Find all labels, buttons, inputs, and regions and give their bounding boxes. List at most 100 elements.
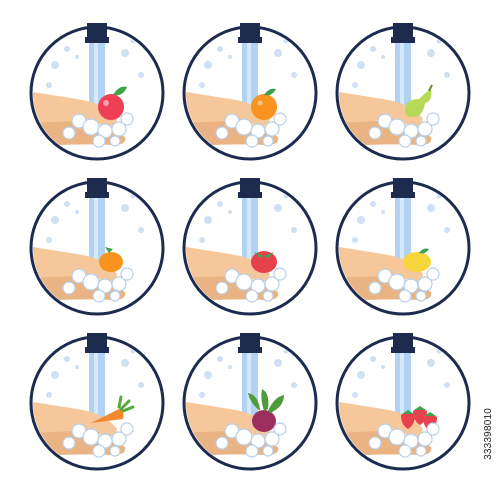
wash-icon-pear bbox=[335, 23, 471, 161]
faucet-icon bbox=[240, 333, 260, 349]
bubble bbox=[427, 49, 435, 57]
foam-bubble bbox=[92, 444, 106, 458]
foam-bubble bbox=[109, 290, 121, 302]
bubble bbox=[352, 237, 358, 243]
foam-bubble bbox=[273, 112, 287, 126]
faucet-icon bbox=[87, 333, 107, 349]
bubble bbox=[291, 382, 297, 388]
wash-icon-lemon bbox=[335, 178, 471, 316]
foam-bubble bbox=[92, 289, 106, 303]
icon-ring bbox=[182, 335, 318, 471]
wash-icon-strawberries bbox=[335, 333, 471, 471]
hand bbox=[33, 91, 117, 127]
foam-bubble bbox=[245, 134, 259, 148]
hand bbox=[339, 246, 423, 282]
foam-bubble bbox=[417, 431, 433, 447]
bubble bbox=[370, 356, 376, 362]
foam-bubble bbox=[109, 445, 121, 457]
foam-bubble bbox=[109, 135, 121, 147]
wash-icon-orange bbox=[182, 23, 318, 161]
beetroot-icon bbox=[248, 389, 284, 432]
bubble bbox=[199, 392, 205, 398]
hand bbox=[186, 246, 270, 282]
icon-ring bbox=[29, 25, 165, 161]
foam-bubble bbox=[120, 422, 134, 436]
bubble bbox=[381, 210, 385, 214]
bubble bbox=[204, 216, 212, 224]
icon-ring bbox=[29, 180, 165, 316]
icon-ring bbox=[335, 180, 471, 316]
bubble bbox=[204, 61, 212, 69]
bubble bbox=[204, 371, 212, 379]
foam-bubble bbox=[262, 290, 274, 302]
bubble bbox=[121, 49, 129, 57]
carrot-icon bbox=[91, 395, 135, 423]
foam-bubble bbox=[235, 273, 253, 291]
tangerine-icon bbox=[99, 247, 123, 272]
bubble bbox=[217, 46, 223, 52]
lemon-icon bbox=[403, 248, 431, 272]
foam-bubble bbox=[417, 276, 433, 292]
bubble bbox=[199, 237, 205, 243]
foam-bubble bbox=[120, 112, 134, 126]
foam-bubble bbox=[398, 134, 412, 148]
foam-bubble bbox=[398, 289, 412, 303]
foam-bubble bbox=[82, 273, 100, 291]
foam-bubble bbox=[215, 126, 229, 140]
foam-bubble bbox=[273, 422, 287, 436]
bubble bbox=[228, 55, 232, 59]
foam-bubble bbox=[398, 444, 412, 458]
bubble bbox=[381, 55, 385, 59]
foam-bubble bbox=[264, 276, 280, 292]
foam-bubble bbox=[417, 121, 433, 137]
icon-ring bbox=[335, 25, 471, 161]
bubble bbox=[381, 365, 385, 369]
bubble bbox=[64, 201, 70, 207]
foam-bubble bbox=[262, 445, 274, 457]
bubble bbox=[46, 392, 52, 398]
foam-bubble bbox=[92, 134, 106, 148]
hand bbox=[33, 246, 117, 282]
bubble bbox=[138, 72, 144, 78]
bubble bbox=[228, 365, 232, 369]
bubble bbox=[274, 204, 282, 212]
bubble bbox=[199, 82, 205, 88]
stock-id-label: 333398010 bbox=[483, 408, 494, 460]
bubble bbox=[75, 55, 79, 59]
bubble bbox=[217, 201, 223, 207]
bubble bbox=[51, 61, 59, 69]
bubble bbox=[75, 365, 79, 369]
foam-bubble bbox=[415, 290, 427, 302]
bubble bbox=[121, 204, 129, 212]
foam-bubble bbox=[62, 436, 76, 450]
foam-bubble bbox=[273, 267, 287, 281]
wash-icon-beetroot bbox=[182, 333, 318, 471]
stock-badge: 333398010 bbox=[480, 0, 498, 500]
wash-icon-apple bbox=[29, 23, 165, 161]
bubble bbox=[444, 72, 450, 78]
foam-bubble bbox=[415, 445, 427, 457]
faucet-icon bbox=[393, 333, 413, 349]
wash-icon-tangerine bbox=[29, 178, 165, 316]
foam-bubble bbox=[111, 121, 127, 137]
foam-bubble bbox=[111, 431, 127, 447]
bubble bbox=[51, 216, 59, 224]
foam-bubble bbox=[415, 135, 427, 147]
bubble bbox=[274, 359, 282, 367]
foam-bubble bbox=[62, 281, 76, 295]
foam-bubble bbox=[245, 444, 259, 458]
bubble bbox=[51, 371, 59, 379]
foam-bubble bbox=[388, 273, 406, 291]
hand bbox=[186, 401, 270, 437]
hand bbox=[186, 91, 270, 127]
foam-bubble bbox=[368, 281, 382, 295]
foam-bubble bbox=[388, 428, 406, 446]
foam-bubble bbox=[245, 289, 259, 303]
icon-ring bbox=[29, 335, 165, 471]
bubble bbox=[217, 356, 223, 362]
bubble bbox=[291, 227, 297, 233]
bubble bbox=[357, 61, 365, 69]
bubble bbox=[352, 392, 358, 398]
icon-ring bbox=[182, 25, 318, 161]
foam-bubble bbox=[235, 428, 253, 446]
